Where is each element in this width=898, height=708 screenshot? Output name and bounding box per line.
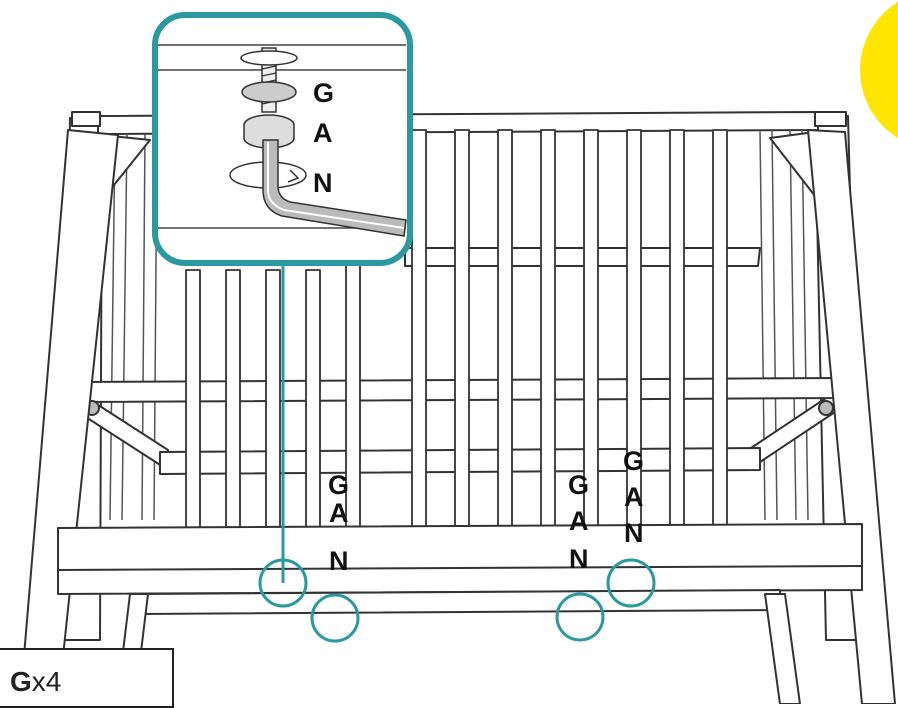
bottom-front-rail	[57, 523, 863, 595]
quantity-count: x4	[31, 666, 62, 697]
fitting-circle	[606, 558, 656, 608]
quantity-part: G	[10, 666, 32, 697]
quantity-text: Gx4	[10, 666, 61, 698]
right-bolt-head	[818, 400, 834, 416]
fitting-circle	[310, 593, 360, 643]
detail-callout	[152, 12, 413, 266]
fitting-2-label-g: G	[568, 470, 590, 500]
lock-nut	[241, 81, 297, 103]
front-bar	[305, 269, 321, 531]
fitting-3-label-a: A	[624, 482, 644, 512]
bottom-front-rail-edge	[57, 565, 863, 571]
callout-label-a: A	[313, 118, 333, 148]
yellow-accent-circle	[860, 1, 898, 139]
callout-label-g: G	[313, 78, 335, 108]
allen-key-highlight	[267, 142, 405, 229]
front-bar	[712, 129, 728, 531]
front-left-post	[19, 129, 119, 704]
front-bar	[497, 129, 513, 531]
fitting-1-label-n: N	[329, 546, 349, 576]
quantity-box: Gx4	[0, 648, 174, 708]
callout-label-n: N	[313, 168, 333, 198]
rotation-arrow-head	[287, 169, 300, 183]
front-bar	[540, 129, 556, 531]
fitting-3-label-g: G	[623, 446, 645, 476]
fitting-3-label-n: N	[624, 518, 644, 548]
fitting-circle	[258, 558, 308, 608]
front-bar	[185, 269, 201, 531]
crib-frame	[19, 111, 896, 704]
front-bar	[265, 269, 281, 531]
fitting-1-label-a: A	[329, 498, 349, 528]
front-right-post	[807, 129, 896, 704]
right-leg	[764, 593, 801, 704]
front-bar	[454, 129, 470, 531]
fitting-2-label-n: N	[569, 544, 589, 574]
front-bar	[669, 129, 685, 531]
under-rail	[139, 589, 781, 615]
fitting-circle	[555, 592, 605, 642]
left-post-cap	[71, 111, 101, 127]
barrel-nut	[243, 114, 295, 149]
front-bar	[225, 269, 241, 531]
washer-top	[240, 50, 298, 66]
front-bar	[411, 129, 427, 531]
fitting-2-label-a: A	[569, 506, 589, 536]
right-post-cap	[814, 111, 847, 127]
fitting-highlight-circles	[258, 558, 656, 643]
fitting-1-label-g: G	[328, 470, 350, 500]
